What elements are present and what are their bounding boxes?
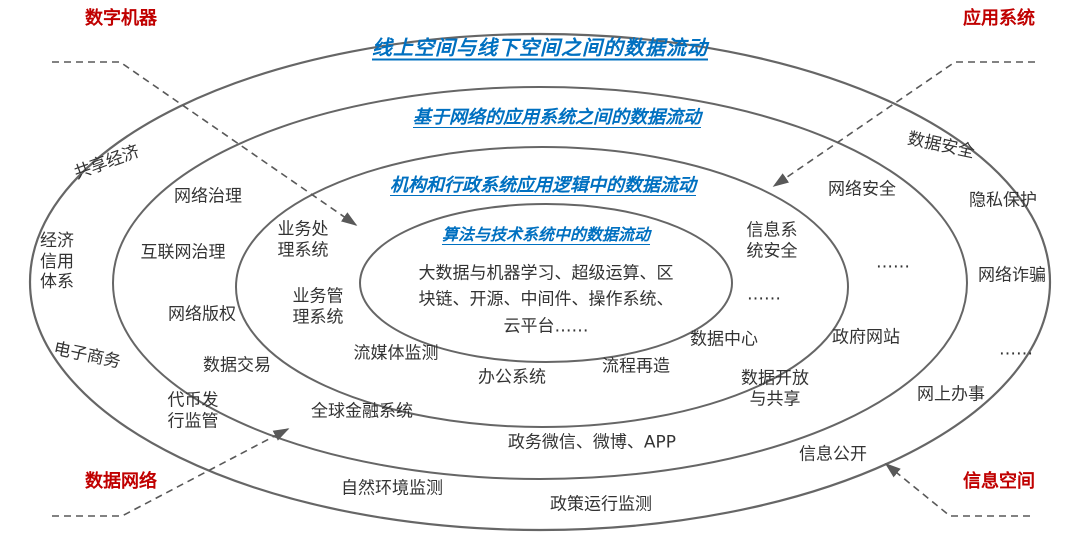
label-information-system-security: 信息系统安全 xyxy=(746,220,798,261)
label-policy-operation-monitoring: 政策运行监测 xyxy=(550,494,652,515)
label-global-financial-system: 全球金融系统 xyxy=(311,401,413,422)
core-title: 算法与技术系统中的数据流动 xyxy=(441,225,651,244)
label-token-issuance-regulation: 代币发行监管 xyxy=(167,390,219,431)
label-internet-governance: 互联网治理 xyxy=(140,242,226,263)
label-business-management-system: 业务管理系统 xyxy=(292,286,344,327)
label-data-open-sharing: 数据开放与共享 xyxy=(741,368,809,409)
label-network-copyright: 网络版权 xyxy=(168,304,236,325)
ring3-title: 机构和行政系统应用逻辑中的数据流动 xyxy=(390,175,696,196)
label-government-website: 政府网站 xyxy=(832,327,900,348)
label-natural-environment-monitoring: 自然环境监测 xyxy=(341,478,443,499)
corner-label-application-system: 应用系统 xyxy=(963,8,1035,29)
arrow-application-system xyxy=(772,61,1035,187)
label-business-processing-system: 业务处理系统 xyxy=(277,219,329,260)
label-ring3-ellipsis: …… xyxy=(747,284,781,305)
label-information-disclosure: 信息公开 xyxy=(799,444,867,465)
label-ring2-ellipsis: …… xyxy=(876,252,910,273)
label-e-commerce: 电子商务 xyxy=(51,338,123,373)
label-network-governance: 网络治理 xyxy=(174,186,242,207)
label-data-security: 数据安全 xyxy=(905,128,977,163)
label-ring1-ellipsis: …… xyxy=(999,339,1033,360)
label-data-trading: 数据交易 xyxy=(203,355,271,376)
corner-label-digital-machine: 数字机器 xyxy=(85,8,157,29)
label-economic-credit-system: 经济信用体系 xyxy=(39,230,74,293)
core-technologies-text: 大数据与机器学习、超级运算、区块链、开源、中间件、操作系统、云平台…… xyxy=(418,263,674,337)
ring2-title: 基于网络的应用系统之间的数据流动 xyxy=(413,107,701,128)
label-online-services: 网上办事 xyxy=(917,384,985,405)
label-network-fraud: 网络诈骗 xyxy=(978,265,1046,286)
ring1-title: 线上空间与线下空间之间的数据流动 xyxy=(372,35,708,60)
label-gov-wechat-weibo-app: 政务微信、微博、APP xyxy=(507,432,677,453)
label-process-reengineering: 流程再造 xyxy=(602,356,670,377)
label-sharing-economy: 共享经济 xyxy=(71,141,143,184)
label-network-security: 网络安全 xyxy=(828,179,896,200)
label-office-system: 办公系统 xyxy=(478,367,546,388)
corner-label-information-space: 信息空间 xyxy=(963,471,1035,492)
label-data-center: 数据中心 xyxy=(690,329,758,350)
label-privacy-protection: 隐私保护 xyxy=(969,190,1037,211)
corner-label-data-network: 数据网络 xyxy=(85,471,157,492)
label-streaming-media-monitoring: 流媒体监测 xyxy=(353,343,439,364)
